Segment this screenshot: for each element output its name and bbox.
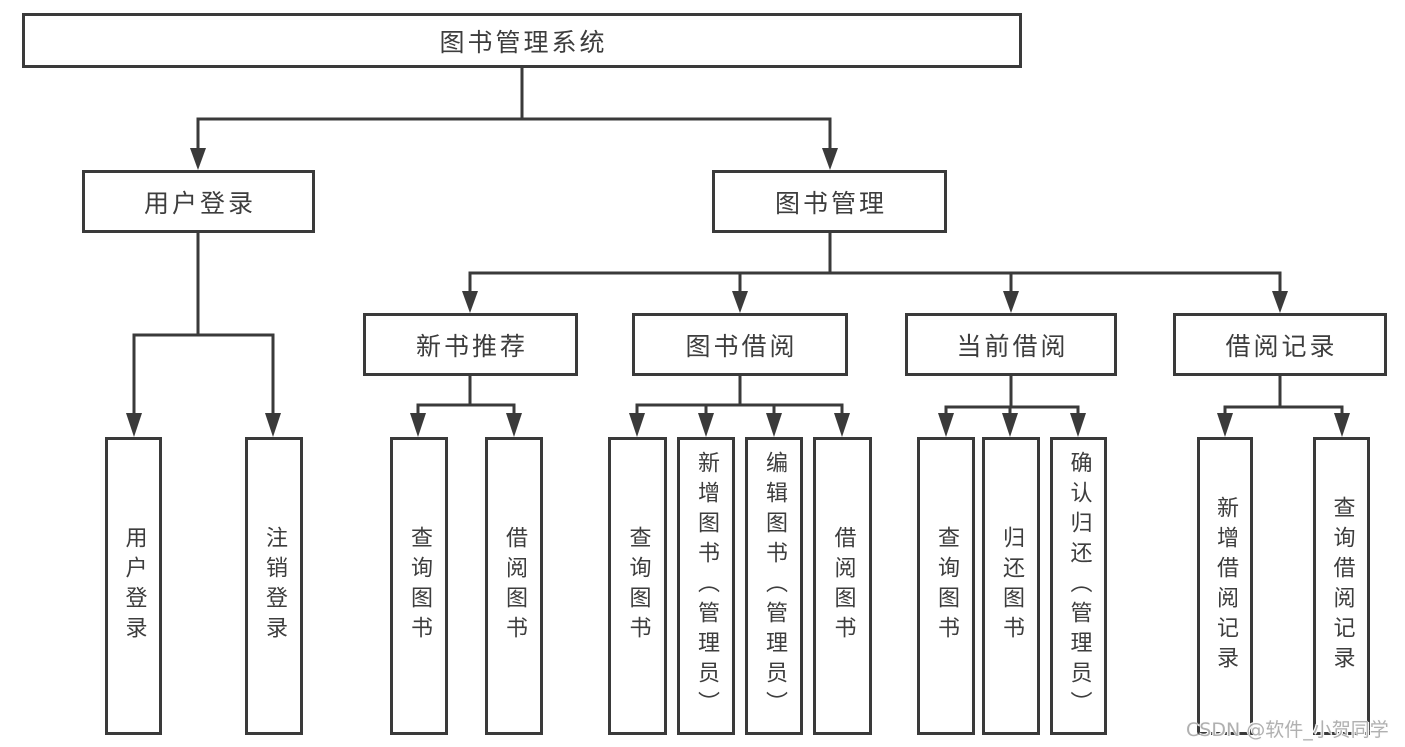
node-leaf-query-borrow-record: 查询借阅记录 — [1313, 437, 1370, 735]
node-label: 当前借阅 — [956, 331, 1069, 361]
node-label: 用户登录 — [121, 526, 147, 646]
node-label: 注销登录 — [262, 526, 287, 646]
node-book-borrowing: 图书借阅 — [632, 313, 848, 376]
node-borrowing-records: 借阅记录 — [1173, 313, 1387, 376]
node-label: 新增图书（管理员） — [694, 451, 719, 721]
node-new-book-recommendation: 新书推荐 — [363, 313, 578, 376]
csdn-watermark: CSDN @软件_小贺同学 — [1186, 719, 1389, 741]
node-label: 图书管理系统 — [439, 27, 608, 57]
node-label: 借阅图书 — [502, 526, 527, 646]
node-label: 查询图书 — [625, 526, 651, 646]
node-label: 编辑图书（管理员） — [762, 451, 787, 721]
node-label: 确认归还（管理员） — [1066, 451, 1092, 721]
node-leaf-user-login: 用户登录 — [105, 437, 162, 735]
node-label: 查询图书 — [934, 526, 959, 646]
node-leaf-edit-book-admin: 编辑图书（管理员） — [745, 437, 803, 735]
node-leaf-borrow-books-recommend: 借阅图书 — [485, 437, 543, 735]
node-label: 新书推荐 — [415, 331, 528, 361]
node-label: 新增借阅记录 — [1213, 496, 1238, 676]
node-leaf-query-books-recommend: 查询图书 — [390, 437, 448, 735]
node-leaf-add-borrow-record: 新增借阅记录 — [1197, 437, 1253, 735]
node-label: 查询借阅记录 — [1329, 496, 1355, 676]
node-label: 图书管理 — [774, 188, 887, 218]
node-label: 图书借阅 — [685, 331, 798, 361]
node-label: 用户登录 — [143, 188, 256, 218]
node-leaf-confirm-return-admin: 确认归还（管理员） — [1050, 437, 1107, 735]
node-label: 借阅记录 — [1225, 331, 1338, 361]
node-leaf-add-book-admin: 新增图书（管理员） — [677, 437, 735, 735]
node-book-management-module: 图书管理 — [712, 170, 947, 233]
node-label: 归还图书 — [999, 526, 1024, 646]
node-leaf-query-books-current: 查询图书 — [917, 437, 975, 735]
node-leaf-logout: 注销登录 — [245, 437, 303, 735]
node-library-management-system: 图书管理系统 — [22, 13, 1022, 68]
node-label: 借阅图书 — [830, 526, 856, 646]
node-leaf-return-book: 归还图书 — [982, 437, 1040, 735]
node-leaf-borrow-books: 借阅图书 — [813, 437, 872, 735]
node-leaf-query-books-borrow: 查询图书 — [608, 437, 667, 735]
node-label: 查询图书 — [407, 526, 432, 646]
node-current-borrowing: 当前借阅 — [905, 313, 1117, 376]
node-user-login-module: 用户登录 — [82, 170, 315, 233]
